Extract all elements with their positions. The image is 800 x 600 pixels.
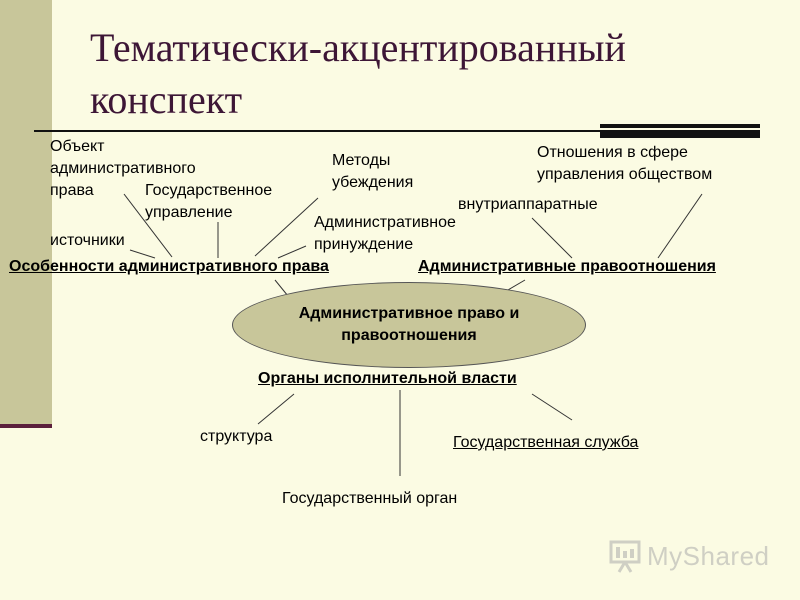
connector-state-service	[531, 393, 573, 421]
presentation-board-icon	[609, 540, 641, 573]
myshared-logo: MyShared	[607, 538, 770, 574]
center-topic-ellipse: Административное право и правоотношения	[232, 282, 586, 368]
connector-persuasion	[254, 197, 319, 257]
sidebar-accent-base	[0, 424, 52, 428]
sidebar-accent-bar	[0, 0, 52, 424]
connector-structure	[257, 393, 295, 425]
title-underline-bar	[600, 124, 760, 138]
label-administrative-coercion: Административное принуждение	[314, 214, 456, 253]
slide-title: Тематически-акцентированный конспект	[90, 25, 626, 122]
logo-text: MyShared	[647, 541, 770, 571]
center-topic-text: Административное право и правоотношения	[298, 305, 520, 344]
label-structure: структура	[200, 428, 273, 445]
label-object: Объект административного права	[50, 136, 240, 202]
label-internal: внутриаппаратные	[458, 196, 598, 213]
connector-coercion	[277, 245, 307, 259]
label-state-management: Государственное управление	[145, 182, 273, 221]
label-object-text: Объект административного права	[50, 138, 196, 199]
label-management-relations: Отношения в сфере управления обществом	[537, 144, 713, 183]
label-persuasion-methods: Методы убеждения	[332, 152, 414, 191]
header-admin-law-features: Особенности административного права	[9, 258, 329, 275]
header-executive-bodies: Органы исполнительной власти	[258, 370, 517, 387]
label-state-body: Государственный орган	[282, 490, 458, 507]
label-sources: источники	[50, 232, 125, 249]
connector-internal	[531, 217, 573, 259]
label-state-service: Государственная служба	[453, 434, 639, 451]
header-admin-legal-relations: Административные правоотношения	[418, 258, 716, 275]
title-underline	[34, 130, 600, 132]
connector-right-header-center	[507, 279, 526, 291]
connector-object	[123, 193, 173, 258]
connector-sources	[129, 249, 156, 259]
connector-relations	[657, 193, 703, 259]
